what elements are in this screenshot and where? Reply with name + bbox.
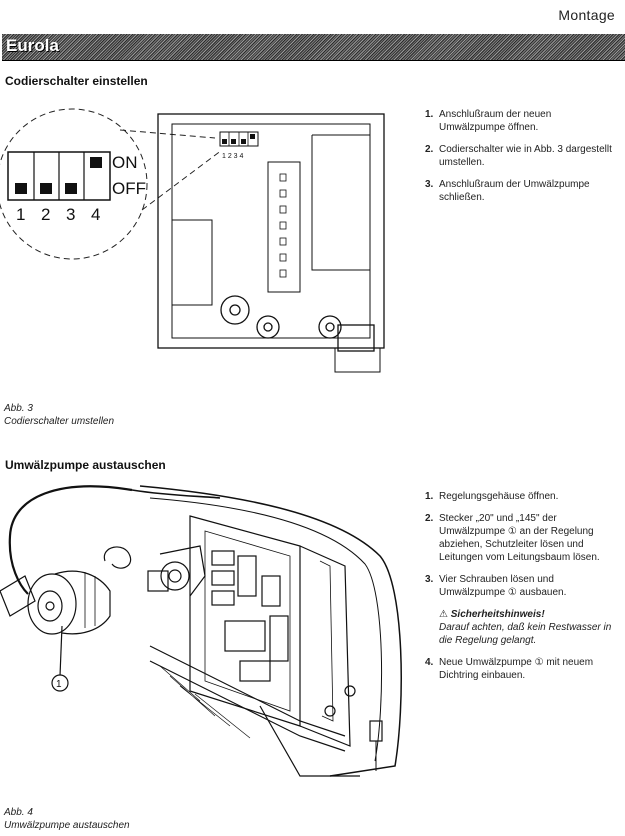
step-item: 2. Codierschalter wie in Abb. 3 dargeste… bbox=[425, 143, 615, 169]
switch-number-3: 3 bbox=[66, 205, 75, 224]
step-number: 2. bbox=[425, 144, 434, 155]
step-number: 1. bbox=[425, 491, 434, 502]
switch-off-label: OFF bbox=[112, 179, 146, 198]
step-text: Codierschalter wie in Abb. 3 dargestellt… bbox=[439, 144, 612, 168]
step-text: Neue Umwälzpumpe ① mit neuem Dichtring e… bbox=[439, 657, 594, 681]
connector-pins bbox=[279, 173, 287, 278]
dip-switch-large bbox=[7, 151, 111, 201]
caption-figure-number: Abb. 4 bbox=[4, 807, 33, 818]
switch-number-1: 1 bbox=[16, 205, 25, 224]
step-item: 1. Anschlußraum der neuen Umwälzpumpe öf… bbox=[425, 108, 615, 134]
step-text: Regelungsgehäuse öffnen. bbox=[439, 491, 559, 502]
step-text: Anschlußraum der neuen Umwälzpumpe öffne… bbox=[439, 109, 552, 133]
step-number: 3. bbox=[425, 179, 434, 190]
step-item: 4. Neue Umwälzpumpe ① mit neuem Dichtrin… bbox=[425, 656, 617, 682]
banner-title: Eurola bbox=[6, 36, 59, 55]
callout-circle bbox=[51, 674, 69, 692]
step-item: 1. Regelungsgehäuse öffnen. bbox=[425, 490, 617, 503]
caption-figure-number: Abb. 3 bbox=[4, 403, 33, 414]
terminal-box-drawing bbox=[157, 113, 385, 373]
step-item: 2. Stecker „20" und „145" der Umwälzpump… bbox=[425, 512, 617, 564]
warning-title: Sicherheitshinweis! bbox=[450, 609, 545, 620]
caption-text: Codierschalter umstellen bbox=[4, 416, 115, 427]
caption-text: Umwälzpumpe austauschen bbox=[4, 820, 130, 831]
step-number: 2. bbox=[425, 513, 434, 524]
figure-codierschalter: ON OFF 1 2 3 4 1 2 3 4 bbox=[0, 108, 385, 373]
warning-block: ⚠ Sicherheitshinweis! Darauf achten, daß… bbox=[439, 608, 617, 647]
caption-abb3: Abb. 3 Codierschalter umstellen bbox=[4, 402, 114, 428]
step-number: 4. bbox=[425, 657, 434, 668]
section-title-codierschalter: Codierschalter einstellen bbox=[5, 74, 148, 88]
small-switch-numbers: 1 2 3 4 bbox=[222, 153, 244, 160]
step-number: 3. bbox=[425, 574, 434, 585]
steps-codierschalter: 1. Anschlußraum der neuen Umwälzpumpe öf… bbox=[425, 108, 615, 213]
title-banner: Eurola bbox=[2, 34, 625, 61]
steps-umwaelzpumpe: 1. Regelungsgehäuse öffnen. 2. Stecker „… bbox=[425, 490, 617, 691]
figure-umwaelzpumpe: 1 bbox=[0, 485, 402, 777]
step-item: 3. Vier Schrauben lösen und Umwälzpumpe … bbox=[425, 573, 617, 599]
step-text: Stecker „20" und „145" der Umwälzpumpe ①… bbox=[439, 513, 600, 563]
caption-abb4: Abb. 4 Umwälzpumpe austauschen bbox=[4, 806, 130, 832]
step-number: 1. bbox=[425, 109, 434, 120]
dip-switch-small bbox=[219, 131, 259, 147]
section-title-umwaelzpumpe: Umwälzpumpe austauschen bbox=[5, 458, 166, 472]
switch-number-2: 2 bbox=[41, 205, 50, 224]
switch-on-label: ON bbox=[112, 153, 138, 172]
switch-number-4: 4 bbox=[91, 205, 100, 224]
step-item: 3. Anschlußraum der Umwälzpumpe schließe… bbox=[425, 178, 615, 204]
warning-text: Darauf achten, daß kein Restwasser in di… bbox=[439, 622, 612, 646]
step-text: Anschlußraum der Umwälzpumpe schließen. bbox=[439, 179, 590, 203]
section-header: Montage bbox=[558, 7, 615, 23]
step-text: Vier Schrauben lösen und Umwälzpumpe ① a… bbox=[439, 574, 567, 598]
callout-number: 1 bbox=[56, 679, 62, 690]
warning-heading: ⚠ Sicherheitshinweis! bbox=[439, 608, 617, 621]
warning-triangle-icon: ⚠ bbox=[439, 609, 451, 620]
